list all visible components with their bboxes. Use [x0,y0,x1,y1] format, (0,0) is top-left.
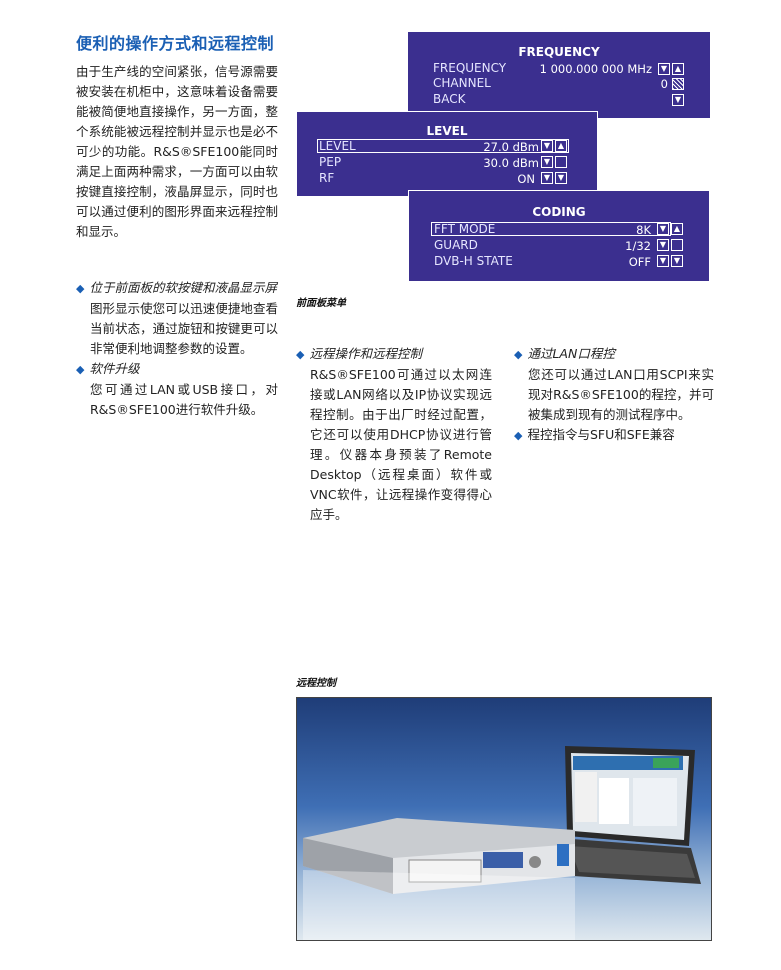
bullet-title: 程控指令与SFU和SFE兼容 [527,427,675,442]
bullet-item-software-upgrade: ◆ 软件升级 [76,359,278,380]
chevron-down-icon[interactable]: ▼ [671,255,683,267]
bullet-body: 图形显示使您可以迅速便捷地查看当前状态，通过旋钮和按键更可以非常便利地调整参数的… [90,301,278,356]
empty-box-icon[interactable] [555,156,567,168]
lcd-row-label: GUARD [434,238,478,252]
remote-control-photo [296,697,712,941]
chevron-down-icon[interactable]: ▼ [657,239,669,251]
chevron-down-icon[interactable]: ▼ [555,172,567,184]
lcd-level-menu: LEVEL LEVEL 27.0 dBm ▼ ▲ PEP 30.0 dBm ▼ … [296,111,598,197]
lcd-row-label: BACK [433,92,466,106]
diamond-bullet-icon: ◆ [76,363,85,376]
lcd-row-label: PEP [319,155,342,169]
bullet-title: 远程操作和远程控制 [309,346,422,361]
chevron-up-icon[interactable]: ▲ [671,223,683,235]
lcd-row-label: CHANNEL [433,76,491,90]
selection-highlight [317,139,569,153]
middle-bullet-list: ◆ 远程操作和远程控制 R&S®SFE100可通过以太网连接或LAN网络以及IP协… [296,344,492,525]
lcd-row-label: LEVEL [319,139,356,153]
lcd-row-value: 8K [636,223,651,237]
bullet-title: 通过LAN口程控 [527,346,615,361]
bullet-body: R&S®SFE100可通过以太网连接或LAN网络以及IP协议实现远程控制。由于出… [310,367,492,522]
lcd-row-label: DVB-H STATE [434,254,513,268]
caption-remote-control: 远程控制 [296,678,336,689]
chevron-down-icon[interactable]: ▼ [672,94,684,106]
page-heading: 便利的操作方式和远程控制 [76,34,275,53]
lcd-row-value: 0 [660,77,668,91]
chevron-down-icon[interactable]: ▼ [657,255,669,267]
lcd-row-label: FREQUENCY [433,61,507,75]
left-bullet-list: ◆ 位于前面板的软按键和液晶显示屏 图形显示使您可以迅速便捷地查看当前状态，通过旋… [76,278,278,420]
instrument-laptop-illustration [303,746,701,940]
lcd-row-value: ON [517,172,535,186]
lcd-title: CODING [532,205,586,219]
empty-box-icon[interactable] [671,239,683,251]
chevron-down-icon[interactable]: ▼ [658,63,670,75]
lcd-row-label: FFT MODE [434,222,496,236]
bullet-body: 您可通过LAN或USB接口，对R&S®SFE100进行软件升级。 [90,382,278,417]
diamond-bullet-icon: ◆ [76,282,85,295]
lcd-coding-menu: CODING FFT MODE 8K ▼ ▲ GUARD 1/32 ▼ DVB-… [408,190,710,282]
chevron-down-icon[interactable]: ▼ [541,172,553,184]
diamond-bullet-icon: ◆ [296,348,305,361]
scrollbar-icon[interactable] [672,78,684,90]
bullet-body: 您还可以通过LAN口用SCPI来实现对R&S®SFE100的程控，并可被集成到现… [528,367,714,422]
diamond-bullet-icon: ◆ [514,348,523,361]
lcd-frequency-menu: FREQUENCY FREQUENCY 1 000.000 000 MHz ▼ … [408,32,710,118]
chevron-down-icon[interactable]: ▼ [541,156,553,168]
right-bullet-list: ◆ 通过LAN口程控 您还可以通过LAN口用SCPI来实现对R&S®SFE100的… [514,344,714,446]
chevron-down-icon[interactable]: ▼ [657,223,669,235]
chevron-up-icon[interactable]: ▲ [555,140,567,152]
bullet-item-lan-control: ◆ 通过LAN口程控 [514,344,714,365]
bullet-item-front-panel: ◆ 位于前面板的软按键和液晶显示屏 [76,278,278,299]
chevron-down-icon[interactable]: ▼ [541,140,553,152]
diamond-bullet-icon: ◆ [514,429,523,442]
bullet-item-command-compat: ◆ 程控指令与SFU和SFE兼容 [514,425,714,446]
lcd-row-label: RF [319,171,335,185]
intro-paragraph: 由于生产线的空间紧张，信号源需要被安装在机柜中，这意味着设备需要能被简便地直接操… [76,64,278,239]
caption-front-panel-menu: 前面板菜单 [296,298,346,309]
lcd-row-value: 27.0 dBm [483,140,539,154]
lcd-row-value: 30.0 dBm [483,156,539,170]
selection-highlight [431,222,671,236]
lcd-title: FREQUENCY [518,45,600,59]
lcd-row-value: OFF [628,255,651,269]
lcd-row-value: 1 000.000 000 MHz [539,62,652,76]
bullet-title: 位于前面板的软按键和液晶显示屏 [89,280,277,295]
chevron-up-icon[interactable]: ▲ [672,63,684,75]
lcd-title: LEVEL [426,124,468,138]
bullet-title: 软件升级 [89,361,140,376]
bullet-item-remote-operation: ◆ 远程操作和远程控制 [296,344,492,365]
lcd-row-value: 1/32 [625,239,651,253]
